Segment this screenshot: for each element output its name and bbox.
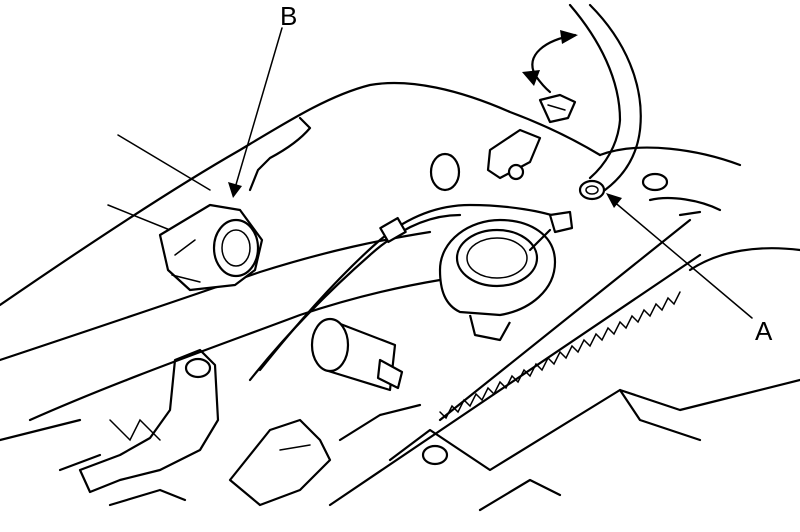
- connector-b: [158, 203, 264, 292]
- sensor: [310, 317, 404, 392]
- engine-cover: [0, 81, 742, 442]
- lower-block: [228, 403, 422, 507]
- center-cap: [438, 218, 557, 342]
- label-b: B: [280, 1, 297, 31]
- pointer-a: [606, 193, 753, 319]
- guide-lines: [107, 134, 211, 231]
- coolant-hose: [568, 3, 642, 201]
- lower-plate: [388, 378, 800, 512]
- hose-clamp: [538, 93, 577, 124]
- right-edge: [648, 196, 800, 272]
- rotation-arrow-icon: [522, 30, 578, 94]
- pointer-b: [228, 27, 283, 198]
- label-a: A: [755, 316, 773, 346]
- bracket: [429, 128, 669, 192]
- wire-harness: [248, 203, 574, 382]
- lower-bracket: [58, 348, 220, 507]
- timing-belt: [328, 218, 702, 507]
- hose-end: [578, 179, 606, 201]
